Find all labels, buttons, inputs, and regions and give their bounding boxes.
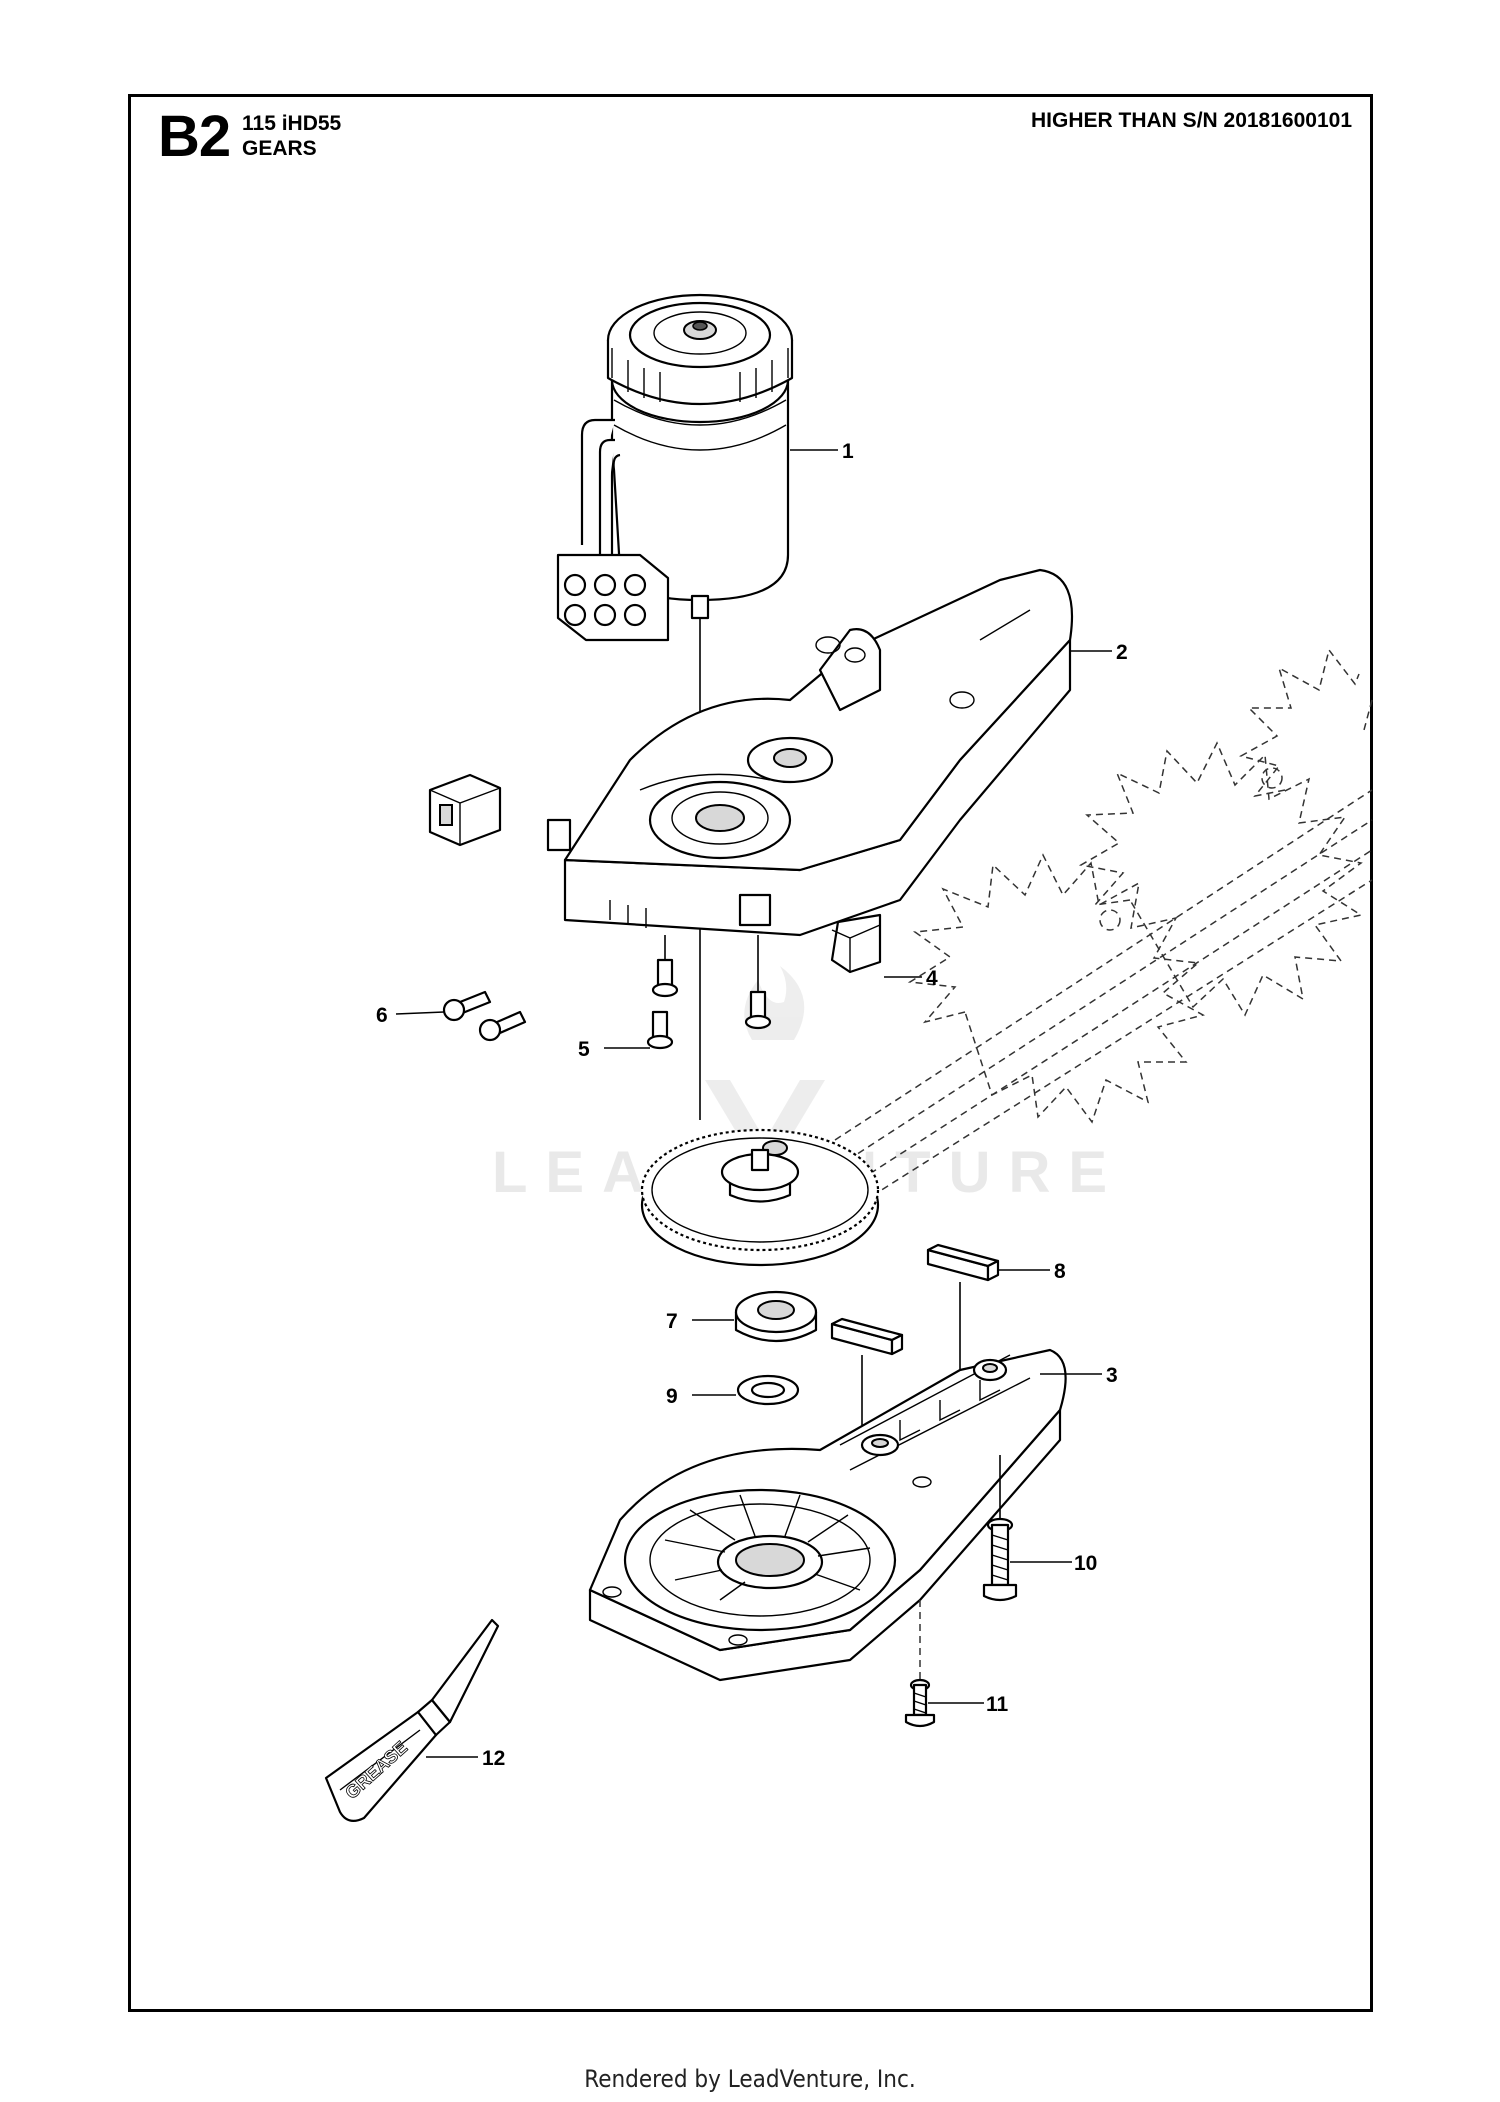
grease-tube-part-12: GREASE [324, 1618, 500, 1823]
serial-note: HIGHER THAN S/N 20181600101 [1031, 109, 1352, 132]
model-name: 115 iHD55 [242, 112, 342, 135]
screw-part-5 [646, 935, 772, 1050]
callout-8: 8 [1054, 1260, 1066, 1283]
washer-part-9 [736, 1374, 800, 1406]
motor-part-1 [556, 293, 794, 642]
main-gear [640, 1128, 880, 1267]
screw-part-10 [982, 1455, 1018, 1602]
callout-5: 5 [578, 1038, 590, 1061]
screw-part-6 [442, 990, 527, 1042]
sheet-code: B2 [158, 104, 231, 169]
switch-cap [428, 773, 502, 847]
callout-3: 3 [1106, 1364, 1118, 1387]
bearing-part-7 [734, 1290, 818, 1343]
gearbox-housing-part-2 [546, 568, 1074, 937]
callout-12: 12 [482, 1747, 505, 1770]
screw-part-11 [904, 1600, 936, 1728]
callout-6: 6 [376, 1004, 388, 1027]
section-title: GEARS [242, 137, 317, 160]
callout-2: 2 [1116, 641, 1128, 664]
callout-11: 11 [986, 1693, 1009, 1716]
leader-6 [395, 1011, 445, 1015]
callout-7: 7 [666, 1310, 678, 1333]
callout-4: 4 [926, 967, 938, 990]
callout-9: 9 [666, 1385, 678, 1408]
footer-credit: Rendered by LeadVenture, Inc. [584, 2065, 916, 2093]
blade-outline [834, 648, 1373, 1197]
callout-10: 10 [1074, 1552, 1097, 1575]
callout-1: 1 [842, 440, 854, 463]
lower-housing-part-3 [588, 1348, 1067, 1682]
cap-part-4 [830, 913, 882, 974]
drawing-frame [128, 94, 1373, 2012]
